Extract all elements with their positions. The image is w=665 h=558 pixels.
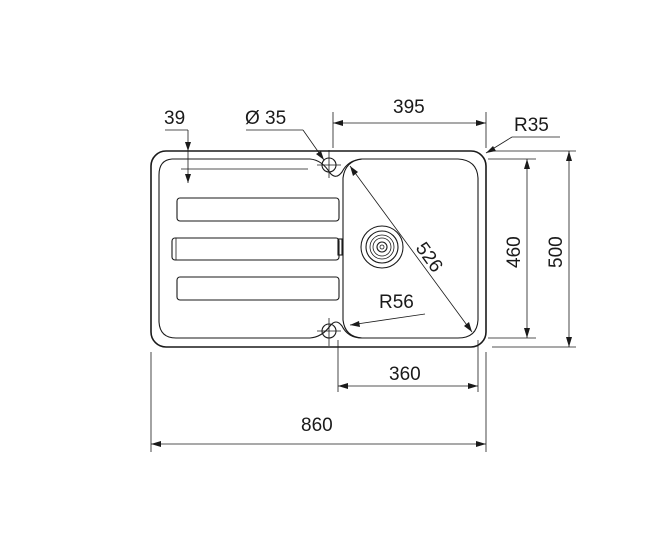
dimension-corner-radius: R35	[485, 115, 560, 154]
dimension-inner-radius: R56	[349, 292, 426, 327]
dimension-label-r35: R35	[514, 115, 549, 136]
drainer-rib	[176, 197, 340, 222]
dimension-total-width: 500	[492, 150, 576, 348]
drainer-rib	[171, 237, 340, 261]
dimension-bowl-length-bottom: 360	[337, 340, 479, 392]
dimension-label-tap-hole: Ø 35	[245, 108, 286, 129]
dimension-bowl-width: 460	[488, 158, 536, 339]
dimension-label-860: 860	[301, 415, 333, 436]
drainer-inner-outline	[158, 158, 363, 339]
crosshair-circle-icon	[317, 318, 341, 346]
dimension-label-r56: R56	[379, 292, 414, 313]
bowl-inner-outline	[342, 158, 479, 339]
dimension-label-395: 395	[393, 97, 425, 118]
overflow-connector	[337, 238, 343, 256]
crosshair-circle-icon	[317, 150, 341, 178]
drain-strainer-icon	[360, 225, 404, 269]
dimension-label-39: 39	[164, 108, 185, 129]
dimension-drainer-offset: 39	[164, 108, 191, 183]
drainer-rib	[176, 276, 340, 301]
dimension-label-500: 500	[546, 236, 567, 268]
sink-outer-outline	[150, 150, 487, 348]
dimension-bowl-length-top: 395	[332, 97, 487, 148]
dimension-label-460: 460	[504, 236, 525, 268]
dimension-tap-hole: Ø 35	[245, 108, 325, 161]
dimension-total-length: 860	[150, 352, 487, 452]
dimension-label-360: 360	[389, 364, 421, 385]
dimension-label-526: 526	[411, 239, 447, 277]
